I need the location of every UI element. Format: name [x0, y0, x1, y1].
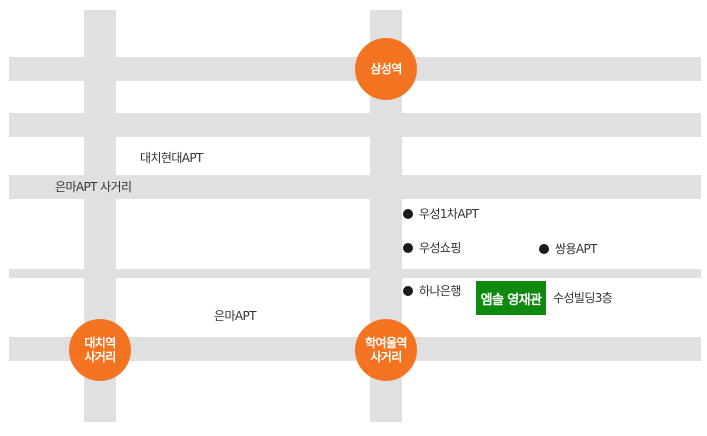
station-name: 학여울역 [365, 336, 407, 350]
destination-box: 엠솔 영재관 [476, 281, 546, 315]
destination-name: 엠솔 영재관 [480, 292, 542, 308]
marker-dot-icon [403, 209, 413, 219]
station-daechi-crossroad: 대치역 사거리 [69, 319, 131, 381]
station-hakyeoul-crossroad: 학여울역 사거리 [355, 319, 417, 381]
station-samseong: 삼성역 [355, 38, 417, 100]
label-eunma-apt: 은마APT [214, 309, 256, 323]
road-horizontal-4 [9, 269, 701, 278]
label-suseong-building: 수성빌딩3층 [553, 291, 613, 305]
marker-label: 쌍용APT [555, 242, 597, 256]
road-horizontal-2 [9, 113, 701, 137]
station-subname: 사거리 [84, 350, 116, 364]
marker-label: 우성쇼핑 [419, 241, 461, 255]
marker-hana-bank: 하나은행 [403, 284, 461, 298]
marker-dot-icon [403, 243, 413, 253]
station-subname: 사거리 [370, 350, 402, 364]
marker-wooseong-apt: 우성1차APT [403, 207, 479, 221]
marker-wooseong-shopping: 우성쇼핑 [403, 241, 461, 255]
marker-dot-icon [403, 286, 413, 296]
label-daechi-hyundai-apt: 대치현대APT [140, 151, 203, 165]
marker-ssangyong-apt: 쌍용APT [539, 242, 597, 256]
station-name: 삼성역 [370, 62, 402, 76]
station-name: 대치역 [84, 336, 116, 350]
marker-label: 하나은행 [419, 284, 461, 298]
marker-label: 우성1차APT [419, 207, 479, 221]
road-horizontal-3 [9, 175, 701, 199]
label-eunma-apt-crossroad: 은마APT 사거리 [55, 180, 132, 194]
marker-dot-icon [539, 244, 549, 254]
